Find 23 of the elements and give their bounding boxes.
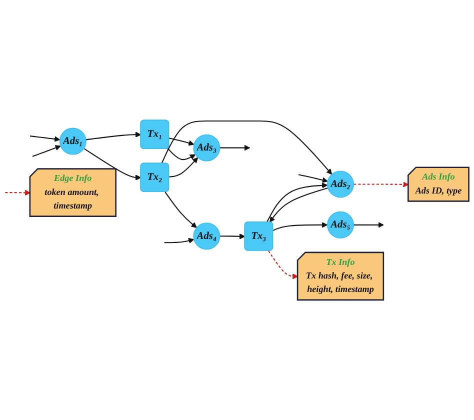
node-circle: Ads₂ bbox=[326, 170, 354, 198]
arrow bbox=[354, 182, 409, 188]
arrow bbox=[164, 192, 197, 228]
arrow bbox=[32, 145, 61, 157]
arrow bbox=[84, 148, 142, 180]
node-circle: Ads₄ bbox=[193, 222, 220, 250]
node-circle: Ads₁ bbox=[59, 128, 86, 155]
node-circle: Ads₃ bbox=[193, 134, 220, 162]
arrow bbox=[30, 136, 60, 142]
arrow bbox=[220, 144, 250, 151]
arrow bbox=[167, 148, 196, 160]
arrow bbox=[220, 233, 246, 240]
arrow bbox=[272, 222, 328, 231]
arrow bbox=[161, 120, 332, 175]
arrow bbox=[168, 138, 194, 146]
arrow bbox=[164, 238, 194, 244]
arrow bbox=[298, 174, 328, 183]
arrow bbox=[268, 250, 298, 280]
arrow bbox=[354, 222, 384, 228]
arrow bbox=[5, 190, 31, 196]
arrow bbox=[169, 157, 198, 178]
node-circle: Ads₅ bbox=[326, 211, 354, 238]
arrow bbox=[86, 132, 142, 140]
